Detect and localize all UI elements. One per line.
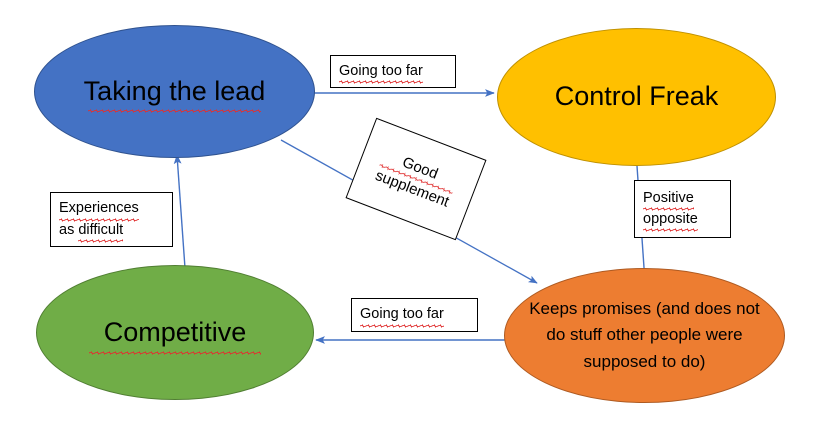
node-competitive-label: Competitive [103, 316, 247, 347]
spellcheck-underline [360, 323, 444, 328]
edge-label-text-line-1: Positive [643, 188, 694, 211]
edge-label-going-too-far-bottom[interactable]: Going too far [351, 298, 478, 332]
spellcheck-underline [643, 228, 698, 233]
node-taking-the-lead[interactable]: Taking the lead [34, 25, 315, 158]
node-keeps-promises-line-2: do stuff other people were [546, 325, 743, 345]
node-keeps-promises-line-3: supposed to do) [583, 351, 706, 371]
edge-label-text-line-2: opposite [643, 209, 698, 233]
node-control-freak[interactable]: Control Freak [497, 28, 776, 166]
edge-label-positive-opposite[interactable]: Positive opposite [634, 180, 731, 238]
spellcheck-underline [89, 351, 261, 355]
edge-label-text: Going too far [339, 61, 423, 84]
node-keeps-promises-label: Keeps promises (and does not do stuff ot… [513, 296, 775, 375]
node-control-freak-label: Control Freak [554, 81, 719, 112]
spellcheck-underline [88, 109, 261, 113]
node-taking-the-lead-label: Taking the lead [83, 75, 266, 106]
node-keeps-promises[interactable]: Keeps promises (and does not do stuff ot… [504, 268, 785, 403]
edge-label-going-too-far-top[interactable]: Going too far [330, 55, 456, 88]
edge-label-text-line-1: Experiences [59, 198, 139, 222]
node-competitive[interactable]: Competitive [36, 265, 314, 400]
node-keeps-promises-line-1: Keeps promises (and does not [529, 298, 760, 318]
connector-competitive-to-taking-the-lead[interactable] [173, 154, 186, 269]
edge-label-text-line-2: as difficult [59, 220, 124, 243]
edge-label-text: Going too far [360, 304, 444, 328]
spellcheck-underline [339, 80, 423, 84]
edge-label-experiences-as-difficult[interactable]: Experiences as difficult [50, 192, 173, 247]
spellcheck-underline [78, 238, 124, 243]
